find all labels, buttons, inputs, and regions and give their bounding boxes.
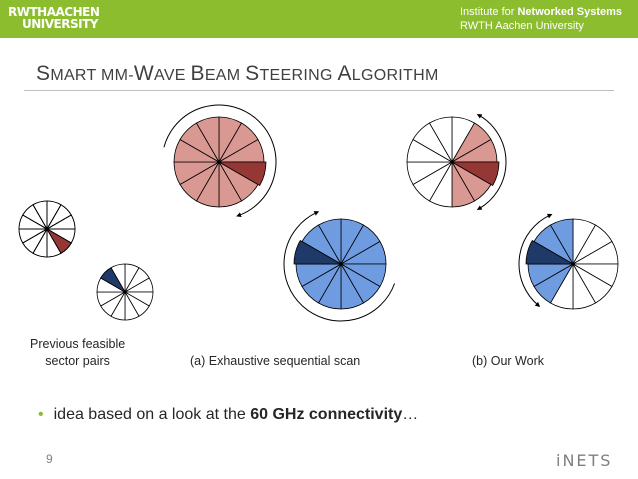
beam-steering-diagram: [18, 104, 619, 322]
bullet-dot-icon: •: [38, 406, 44, 423]
bullet-item: • idea based on a look at the 60 GHz conn…: [38, 406, 418, 424]
title-part: S: [245, 62, 260, 85]
caption-previous: Previous feasible sector pairs: [30, 336, 125, 370]
institute-bold: Networked Systems: [517, 6, 623, 18]
highlighted-sector: [293, 239, 343, 265]
logo-line1: RWTHAACHEN: [8, 5, 100, 19]
highlighted-sector: [100, 267, 127, 294]
slide-title: SMART MM-WAVE BEAM STEERING ALGORITHM: [36, 62, 439, 86]
wheel-exhaustive-red: [173, 116, 267, 208]
title-divider: [24, 90, 614, 91]
title-part: S: [36, 62, 51, 85]
wheel-prev-red: [18, 200, 76, 258]
rotation-arrow: [518, 213, 553, 307]
title-part: EAM: [204, 67, 246, 84]
title-part: AVE: [154, 67, 191, 84]
caption-previous-line2: sector pairs: [45, 354, 110, 368]
header-bar: RWTHAACHEN UNIVERSITY Institute for Netw…: [0, 0, 638, 38]
institute-prefix: Institute for: [460, 6, 518, 18]
rotation-arrow: [283, 211, 396, 322]
wheel-ourwork-blue: [525, 218, 619, 310]
title-part: MART MM-: [50, 67, 134, 84]
wheel-sector: [195, 116, 220, 164]
university-label: RWTH Aachen University: [460, 20, 584, 32]
rotation-arrow: [476, 113, 507, 211]
rotation-arrows: [163, 104, 553, 322]
page-number: 9: [46, 452, 53, 466]
wheel-prev-blue: [96, 263, 154, 321]
title-part: A: [337, 62, 352, 85]
logo-line2: UNIVERSITY: [22, 17, 98, 31]
rwth-logo: RWTHAACHEN UNIVERSITY: [8, 5, 100, 31]
highlighted-sector: [45, 227, 72, 254]
caption-previous-line1: Previous feasible: [30, 337, 126, 351]
title-part: LGORITHM: [351, 67, 439, 84]
wheel-sector: [32, 200, 48, 231]
title-part: B: [190, 62, 205, 85]
institute-label: Institute for Networked Systems RWTH Aac…: [460, 5, 622, 33]
nets-logo: iNETS: [556, 451, 613, 470]
title-part: TEERING: [259, 67, 338, 84]
wheel-exhaustive-blue: [293, 218, 387, 310]
bullet-bold: 60 GHz connectivity: [250, 406, 403, 423]
bullet-text: idea based on a look at the: [53, 406, 251, 423]
rotation-arrow: [163, 104, 277, 218]
bullet-suffix: …: [402, 406, 419, 423]
highlighted-sector: [450, 161, 500, 187]
wheel-sector: [428, 116, 453, 164]
wheel-ourwork-red: [406, 116, 500, 208]
title-part: W: [133, 62, 155, 85]
highlighted-sector: [217, 161, 267, 187]
caption-our-work: (b) Our Work: [472, 354, 544, 368]
wheel-sector: [317, 218, 342, 266]
caption-exhaustive: (a) Exhaustive sequential scan: [190, 354, 361, 368]
